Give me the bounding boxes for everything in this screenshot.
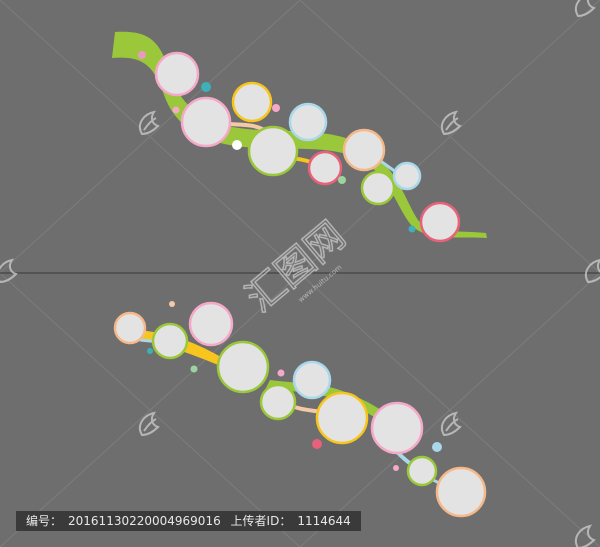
bubble: [342, 128, 386, 172]
bubble: [360, 170, 396, 206]
dot: [393, 465, 399, 471]
bottom-vine-illustration: [113, 301, 487, 518]
leaf-swirl-logo-icon: [574, 524, 596, 547]
bubble: [259, 383, 297, 421]
bubble: [435, 466, 487, 518]
dot: [312, 439, 322, 449]
leaf-swirl-logo-icon: [584, 258, 600, 284]
bubble: [315, 391, 369, 445]
dot: [272, 104, 280, 112]
bubble: [180, 96, 232, 148]
bubble: [419, 201, 461, 243]
leaf-swirl-logo-icon: [0, 258, 18, 284]
bubble: [392, 161, 422, 191]
dot: [201, 82, 211, 92]
watermark-line: [0, 0, 301, 274]
image-id-label: 编号：: [26, 514, 63, 528]
bubble: [216, 340, 270, 394]
bubble: [231, 81, 273, 123]
dot: [338, 176, 346, 184]
watermark-line: [299, 272, 600, 547]
bubble: [247, 125, 299, 177]
bubble: [151, 322, 189, 360]
bubble: [154, 51, 200, 97]
dot: [190, 365, 198, 373]
watermark-line: [299, 0, 600, 274]
dot: [169, 301, 175, 307]
dot: [432, 442, 442, 452]
top-vine-illustration: [112, 31, 487, 243]
dot: [408, 225, 416, 233]
leaf-swirl-logo-icon: [440, 110, 462, 136]
leaf-swirl-logo-icon: [138, 411, 160, 437]
image-caption-bar: 编号： 20161130220004969016 上传者ID： 1114644: [16, 511, 361, 531]
dot: [232, 140, 242, 150]
bubble: [288, 102, 328, 142]
bubble: [188, 301, 234, 347]
uploader-id-label: 上传者ID：: [230, 514, 292, 528]
dot: [138, 51, 146, 59]
image-id-value: 20161130220004969016: [68, 514, 221, 528]
leaf-swirl-logo-icon: [138, 110, 160, 136]
bubble: [292, 360, 332, 400]
watermark-line: [0, 272, 301, 547]
leaf-swirl-logo-icon: [440, 411, 462, 437]
dot: [277, 369, 285, 377]
bubble: [113, 311, 147, 345]
uploader-id-value: 1114644: [297, 514, 351, 528]
leaf-swirl-logo-icon: [574, 0, 596, 18]
bubble: [370, 401, 424, 455]
dot: [147, 348, 153, 354]
bubble: [307, 150, 343, 186]
dot: [172, 106, 180, 114]
bubble: [406, 455, 438, 487]
